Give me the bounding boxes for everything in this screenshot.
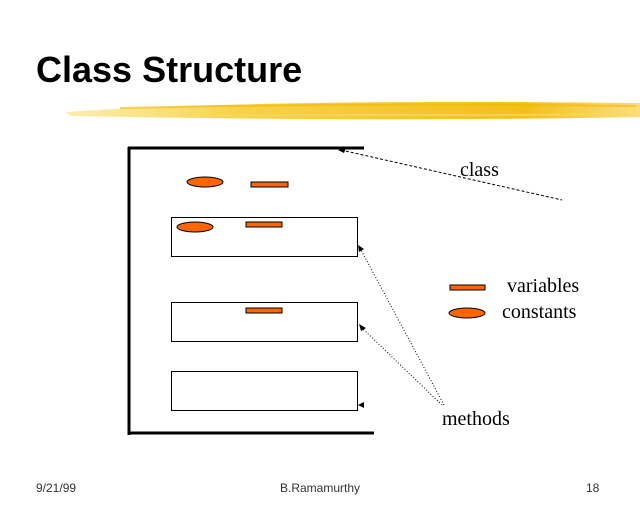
method-box-2 xyxy=(171,302,358,342)
legend-constants-label: constants xyxy=(502,301,577,323)
class-variable-shape xyxy=(250,181,289,188)
title-underline-brush xyxy=(66,102,640,120)
footer-author: B.Ramamurthy xyxy=(280,481,361,495)
class-label: class xyxy=(460,159,499,181)
method-1-variable-shape xyxy=(245,221,283,228)
slide-title: Class Structure xyxy=(36,49,303,90)
class-frame xyxy=(127,146,374,435)
class-pointer-arrow xyxy=(338,148,563,201)
legend-constant-symbol xyxy=(448,307,486,319)
methods-pointer-arrows xyxy=(358,245,445,408)
method-box-1 xyxy=(171,217,358,257)
method-2-variable-shape xyxy=(245,307,283,314)
method-box-3 xyxy=(171,371,358,411)
footer-page-number: 18 xyxy=(586,481,600,495)
method-1-constant-shape xyxy=(176,221,214,233)
legend-variable-symbol xyxy=(449,284,486,291)
legend-variables-label: variables xyxy=(507,275,580,297)
methods-label: methods xyxy=(442,408,510,430)
footer-date: 9/21/99 xyxy=(36,481,77,495)
class-constant-shape xyxy=(186,176,224,188)
